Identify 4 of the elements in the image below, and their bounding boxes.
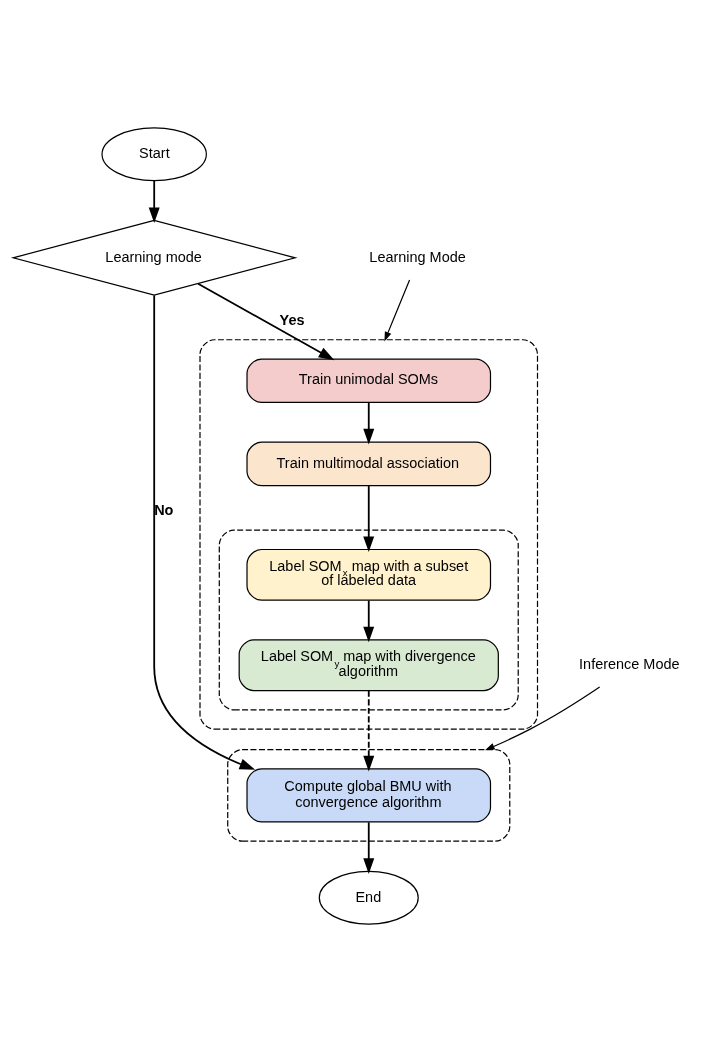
edge-label: No <box>154 502 174 519</box>
node-text: Learning Mode <box>369 248 466 265</box>
edge-label: Yes <box>279 311 305 328</box>
node-text: Inference Mode <box>579 655 680 672</box>
